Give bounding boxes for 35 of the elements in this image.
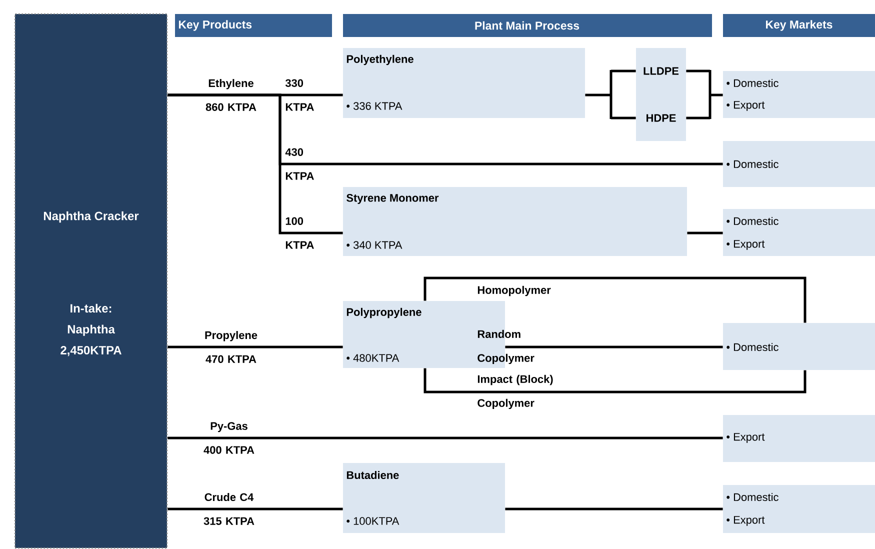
edge-label: Homopolymer — [478, 286, 551, 296]
column-header: Key Markets — [723, 14, 875, 37]
edge-label: Random Copolymer — [478, 330, 534, 364]
market-box: • Domestic • Export — [723, 71, 875, 118]
connector-line — [168, 346, 343, 348]
edge-label: 430 KTPA — [285, 148, 314, 180]
connector-line — [168, 94, 343, 234]
connector-line — [168, 508, 343, 510]
market-box: • Domestic — [723, 141, 875, 187]
connector-line — [424, 368, 806, 394]
source-box: Naphtha Cracker In-take: Naphtha 2,450KTPA — [14, 13, 168, 549]
edge-label: 100 KTPA — [286, 217, 314, 249]
market-box: • Export — [723, 415, 875, 462]
connector-line — [424, 276, 806, 323]
product-box: LLDPE HDPE — [636, 48, 686, 141]
edge-label: 330 KTPA — [285, 79, 314, 111]
connector-line — [168, 436, 723, 440]
column-header: Key Products — [175, 14, 332, 37]
connector-line — [505, 346, 723, 348]
market-box: • Domestic • Export — [723, 209, 875, 256]
edge-label: Py-Gas 400 KTPA — [204, 422, 254, 454]
process-box: Butadiene • 100KTPA — [343, 463, 505, 533]
process-box: Polyethylene • 336 KTPA — [343, 48, 585, 118]
edge-label: Impact (Block) Copolymer — [478, 374, 553, 410]
process-box: Styrene Monomer • 340 KTPA — [343, 187, 687, 256]
connector-line — [584, 68, 638, 120]
market-box: • Domestic • Export — [723, 485, 875, 533]
market-box: • Domestic — [723, 323, 875, 370]
connector-line — [684, 68, 724, 120]
edge-label: Propylene 470 KTPA — [205, 331, 258, 363]
product-label: Ethylene 860 KTPA — [206, 79, 256, 111]
connector-line — [505, 508, 723, 510]
connector-line — [687, 232, 723, 234]
edge-label: Crude C4 315 KTPA — [204, 493, 254, 525]
column-header: Plant Main Process — [343, 14, 712, 37]
